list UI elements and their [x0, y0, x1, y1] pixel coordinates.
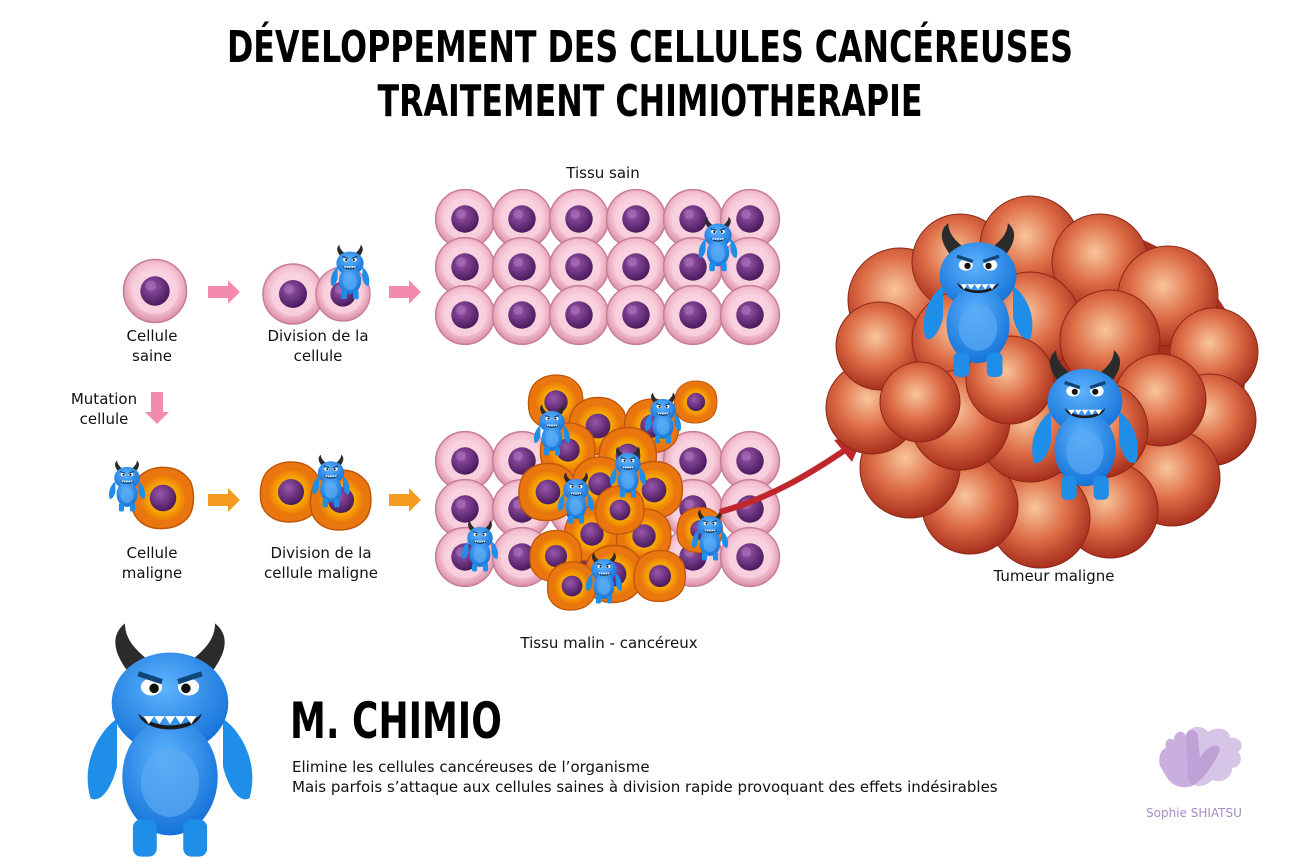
arrow-right-icon — [208, 488, 240, 512]
tissue-cell — [548, 284, 610, 346]
label-cell-division: Division de la cellule — [252, 326, 384, 366]
tumor-illustration — [825, 195, 1259, 569]
label-mutation-line2: cellule — [79, 410, 129, 428]
label-malignant-cell-line2: maligne — [121, 564, 183, 582]
label-healthy-cell-line1: Cellule — [126, 327, 178, 345]
mascot-description-line-1: Elimine les cellules cancéreuses de l’or… — [292, 758, 650, 776]
arrow-to-tumor-icon — [719, 445, 850, 515]
title-line-2: TRAITEMENT CHIMIOTHERAPIE — [377, 76, 923, 127]
mascot-illustration — [88, 623, 253, 856]
arrow-right-icon — [389, 488, 421, 512]
label-healthy-cell: Cellule saine — [100, 326, 204, 366]
label-healthy-tissue: Tissu sain — [566, 164, 640, 182]
cancer-cell — [633, 549, 687, 603]
label-malignant-division-line2: cellule maligne — [264, 564, 378, 582]
tissue-cell — [434, 284, 496, 346]
title-line-1: DÉVELOPPEMENT DES CELLULES CANCÉREUSES — [226, 22, 1074, 73]
arrow-right-icon — [389, 280, 421, 304]
dividing-cell-left — [262, 263, 324, 325]
cancer-cell — [674, 380, 718, 424]
healthy-cell — [122, 258, 188, 324]
malignant-cell — [130, 466, 195, 530]
label-malignant-division: Division de la cellule maligne — [250, 543, 392, 583]
mascot-description-line-2: Mais parfois s’attaque aux cellules sain… — [292, 778, 998, 796]
label-mutation-line1: Mutation — [70, 390, 138, 408]
label-cell-division-line2: cellule — [293, 347, 343, 365]
mascot-name: M. CHIMIO — [290, 692, 502, 750]
brand-name: Sophie SHIATSU — [1146, 806, 1242, 820]
label-malignant-division-line1: Division de la — [270, 544, 372, 562]
label-tumor: Tumeur maligne — [993, 567, 1115, 585]
tissue-cell — [662, 284, 724, 346]
label-healthy-cell-line2: saine — [132, 347, 172, 365]
label-malignant-cell-line1: Cellule — [126, 544, 178, 562]
cancer-cell — [594, 485, 645, 535]
tissue-cell — [491, 284, 553, 346]
tissue-cell — [719, 526, 781, 588]
tissue-cell — [605, 284, 667, 346]
label-malignant-cell: Cellule maligne — [100, 543, 204, 583]
brand-hand-logo — [1159, 726, 1242, 788]
arrow-right-icon — [208, 280, 240, 304]
tumor-lobe — [879, 361, 961, 443]
label-malignant-tissue: Tissu malin - cancéreux — [520, 634, 698, 652]
label-mutation: Mutation cellule — [56, 389, 152, 429]
tissue-cell — [719, 284, 781, 346]
label-cell-division-line1: Division de la — [267, 327, 369, 345]
